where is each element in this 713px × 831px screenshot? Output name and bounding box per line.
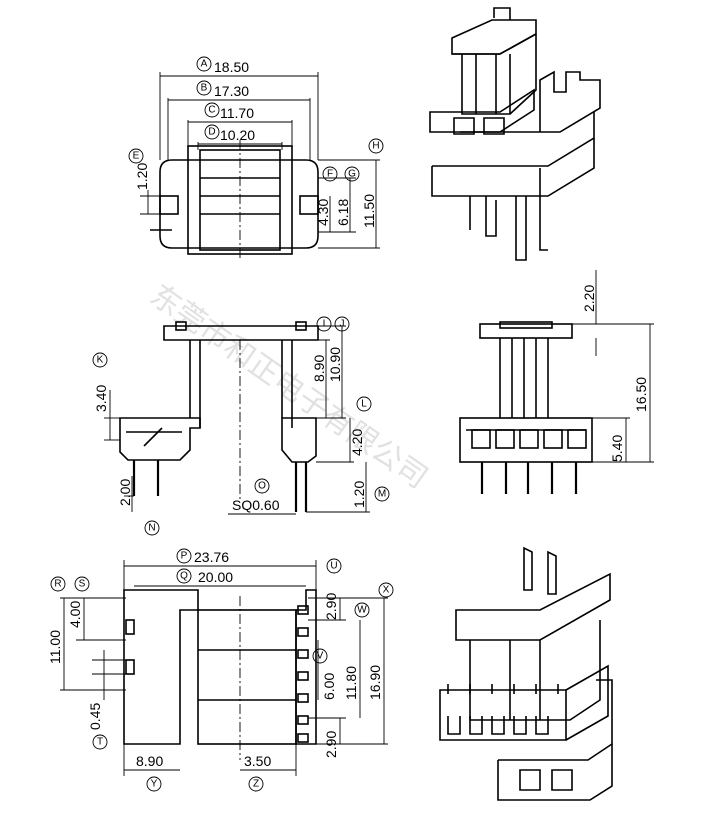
- marker-d: D: [208, 127, 215, 138]
- dim-u2-value: 2.90: [323, 731, 339, 758]
- dim-z-value: 3.50: [244, 753, 271, 769]
- dim-d-value: 10.20: [220, 127, 255, 143]
- marker-g: G: [348, 169, 356, 180]
- dim-i-value: 8.90: [311, 355, 327, 382]
- marker-v: V: [317, 651, 324, 662]
- front-view: 8.90 10.90 3.40 4.20 1.20 2.00 SQ0.60 I …: [92, 316, 390, 536]
- dim-h-value: 11.50: [361, 194, 377, 228]
- marker-e: E: [133, 151, 140, 162]
- dim-m-value: 1.20: [351, 481, 367, 508]
- isometric-view-bottom: [439, 546, 613, 801]
- side-view: 2.20 16.50 5.40: [459, 270, 654, 494]
- marker-l: L: [361, 399, 367, 410]
- marker-q: Q: [180, 571, 188, 582]
- dim-q-value: 20.00: [198, 569, 233, 585]
- marker-n: N: [148, 523, 155, 534]
- dim-g-value: 6.18: [335, 199, 351, 226]
- marker-m: M: [378, 489, 386, 500]
- dim-o-value: SQ0.60: [232, 497, 280, 513]
- marker-a: A: [201, 59, 208, 70]
- marker-r: R: [54, 579, 61, 590]
- marker-w: W: [357, 605, 367, 616]
- marker-t: T: [97, 737, 103, 748]
- dim-r-value: 11.00: [47, 630, 63, 664]
- dim-w-value: 11.80: [343, 666, 359, 700]
- dim-f-value: 4.30: [315, 199, 331, 226]
- dim-b-value: 17.30: [214, 83, 249, 99]
- dim-t-value: 0.45: [87, 703, 103, 730]
- marker-s: S: [79, 579, 86, 590]
- marker-k: K: [97, 355, 104, 366]
- dim-l-value: 4.20: [349, 429, 365, 456]
- marker-i: I: [323, 319, 326, 330]
- dim-n-value: 2.00: [117, 479, 133, 506]
- marker-c: C: [208, 105, 215, 116]
- dim-e-value: 1.20: [134, 163, 150, 190]
- dim-a-value: 18.50: [214, 59, 249, 75]
- isometric-view-top: [429, 7, 601, 261]
- marker-f: F: [327, 169, 333, 180]
- dim-x-value: 16.90: [367, 665, 383, 700]
- dim-side-height-value: 16.50: [633, 377, 649, 412]
- marker-h: H: [372, 141, 379, 152]
- marker-j: J: [340, 319, 345, 330]
- marker-y: Y: [151, 779, 158, 790]
- dim-j-value: 10.90: [327, 347, 343, 382]
- marker-x: X: [383, 585, 390, 596]
- marker-u: U: [330, 561, 337, 572]
- dim-k-value: 3.40: [93, 385, 109, 412]
- dim-s-value: 4.00: [67, 601, 83, 628]
- marker-o: O: [258, 481, 266, 492]
- marker-p: P: [181, 551, 188, 562]
- dim-v-value: 6.00: [321, 673, 337, 700]
- top-view: 18.50 17.30 11.70 10.20 1.20 4.30 6.18 1…: [128, 56, 384, 258]
- marker-z: Z: [253, 779, 259, 790]
- watermark: 东莞市和正电子有限公司: [143, 278, 433, 496]
- dim-y-value: 8.90: [136, 753, 163, 769]
- dim-u-value: 2.90: [323, 593, 339, 620]
- dim-p-value: 23.76: [194, 549, 229, 565]
- marker-b: B: [201, 83, 208, 94]
- dim-side-pin-value: 5.40: [609, 435, 625, 462]
- bottom-view: 23.76 20.00 11.00 4.00 0.45 2.90 6.00 11…: [47, 548, 394, 792]
- dim-side-top-value: 2.20: [581, 285, 597, 312]
- dim-c-value: 11.70: [220, 105, 254, 121]
